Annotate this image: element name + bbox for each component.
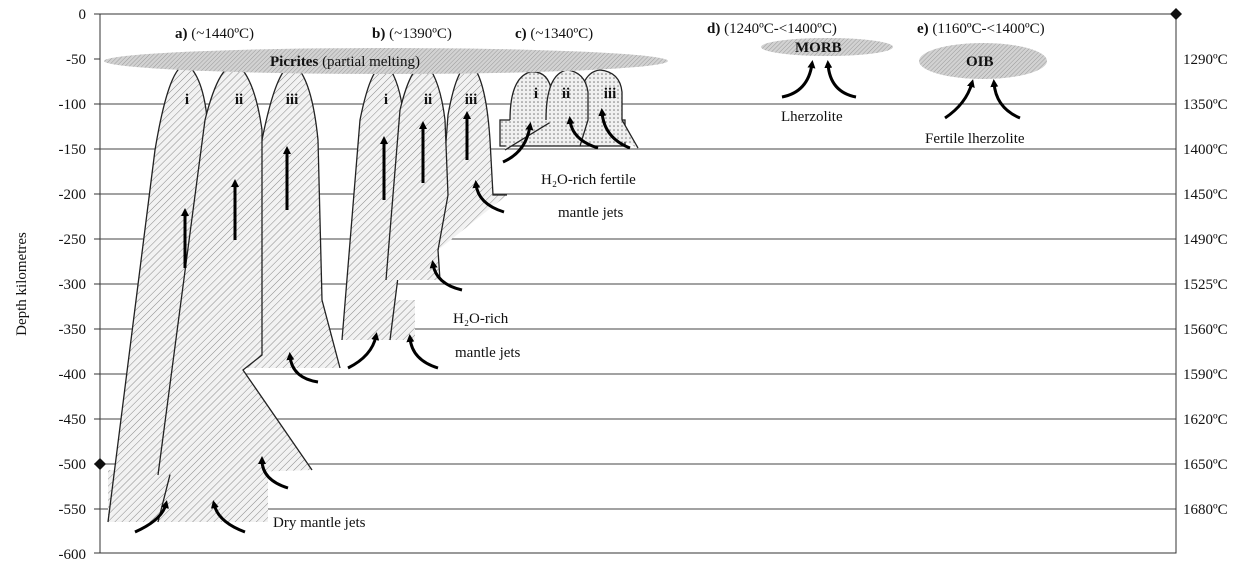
numeral-b-ii: ii	[424, 92, 432, 108]
temp-label-300: 1525ºC	[1183, 277, 1228, 293]
y-tick-450: -450	[59, 412, 87, 428]
numeral-b-i: i	[384, 92, 388, 108]
picrites-rest: (partial melting)	[322, 54, 420, 70]
fertile-lherzolite-label: Fertile lherzolite	[925, 131, 1025, 147]
y-tick-500: -500	[59, 457, 87, 473]
panel-d-temp: (1240ºC-<1400ºC)	[724, 21, 837, 37]
temperature-labels: 1290ºC 1350ºC 1400ºC 1450ºC 1490ºC 1525º…	[1183, 52, 1228, 518]
panel-d-header: d) (1240ºC-<1400ºC)	[707, 21, 837, 37]
y-axis-title: Depth kilometres	[14, 232, 30, 336]
y-tick-100: -100	[59, 97, 87, 113]
tick-marks	[94, 14, 100, 553]
arrow-e-left	[945, 83, 972, 118]
picrites-bold: Picrites	[270, 54, 318, 70]
temp-label-150: 1400ºC	[1183, 142, 1228, 158]
y-tick-550: -550	[59, 502, 87, 518]
panel-b-letter: b)	[372, 26, 385, 42]
y-tick-50: -50	[66, 52, 86, 68]
temp-label-250: 1490ºC	[1183, 232, 1228, 248]
numeral-b-iii: iii	[465, 92, 478, 108]
y-tick-0: 0	[79, 7, 87, 23]
panel-a-temp: (~1440ºC)	[191, 26, 254, 42]
panel-d-letter: d)	[707, 21, 720, 37]
numeral-a-i: i	[185, 92, 189, 108]
dry-mantle-jets-label: Dry mantle jets	[273, 515, 366, 531]
h2o-fertile-jets-line1: H₂O-rich fertile	[541, 172, 636, 188]
y-tick-250: -250	[59, 232, 87, 248]
oib-label: OIB	[966, 54, 994, 70]
h2o-jets-line1: H₂O-rich	[453, 311, 509, 327]
temp-label-400: 1590ºC	[1183, 367, 1228, 383]
arrow-d-right	[828, 64, 856, 97]
numeral-c-iii: iii	[604, 86, 617, 102]
panel-a-plumes	[108, 65, 340, 522]
y-tick-350: -350	[59, 322, 87, 338]
panel-b-temp: (~1390ºC)	[389, 26, 452, 42]
diamond-marker-top	[1170, 8, 1182, 20]
h2o-fertile-jets-line2: mantle jets	[558, 205, 624, 221]
diamond-marker-left	[94, 458, 106, 470]
panel-e-letter: e)	[917, 21, 929, 37]
panel-e-header: e) (1160ºC-<1400ºC)	[917, 21, 1045, 37]
panel-c-plumes	[500, 70, 638, 150]
numeral-c-ii: ii	[562, 86, 570, 102]
numeral-a-iii: iii	[286, 92, 299, 108]
morb-label: MORB	[795, 40, 842, 56]
y-tick-300: -300	[59, 277, 87, 293]
temp-label-500: 1650ºC	[1183, 457, 1228, 473]
temp-label-550: 1680ºC	[1183, 502, 1228, 518]
panel-c-letter: c)	[515, 26, 527, 42]
temp-label-450: 1620ºC	[1183, 412, 1228, 428]
panel-headers: a) (~1440ºC) b) (~1390ºC) c) (~1340ºC) d…	[175, 21, 1045, 42]
y-tick-600: -600	[59, 547, 87, 563]
panel-c-header: c) (~1340ºC)	[515, 26, 593, 42]
panel-a-header: a) (~1440ºC)	[175, 26, 254, 42]
arrow-e-right	[994, 83, 1020, 118]
panel-d-arrows	[782, 64, 856, 97]
panel-c-temp: (~1340ºC)	[530, 26, 593, 42]
panel-e-arrows	[945, 83, 1020, 118]
numeral-a-ii: ii	[235, 92, 243, 108]
y-tick-150: -150	[59, 142, 87, 158]
numeral-c-i: i	[534, 86, 538, 102]
arrow-b-base-right	[410, 338, 438, 368]
panel-b-header: b) (~1390ºC)	[372, 26, 452, 42]
arrow-d-left	[782, 64, 812, 97]
y-tick-400: -400	[59, 367, 87, 383]
h2o-jets-line2: mantle jets	[455, 345, 521, 361]
panel-e-temp: (1160ºC-<1400ºC)	[932, 21, 1044, 37]
temp-label-200: 1450ºC	[1183, 187, 1228, 203]
y-tick-200: -200	[59, 187, 87, 203]
picrites-label: Picrites (partial melting)	[270, 54, 420, 70]
temp-label-100: 1350ºC	[1183, 97, 1228, 113]
temp-label-50: 1290ºC	[1183, 52, 1228, 68]
temp-label-350: 1560ºC	[1183, 322, 1228, 338]
arrow-b-base-left	[348, 336, 376, 368]
lherzolite-label: Lherzolite	[781, 109, 843, 125]
panel-a-letter: a)	[175, 26, 188, 42]
y-tick-labels: 0 -50 -100 -150 -200 -250 -300 -350 -400…	[59, 7, 87, 563]
